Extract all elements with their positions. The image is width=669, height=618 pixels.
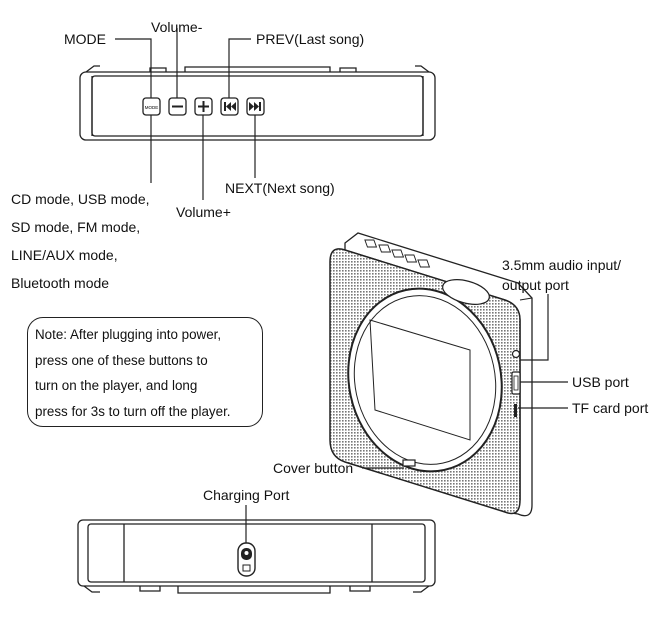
- note-line: press one of these buttons to: [35, 352, 208, 368]
- mode-list-item: LINE/AUX mode,: [11, 247, 118, 263]
- button-prev[interactable]: [220, 97, 239, 116]
- charging-port: [237, 542, 256, 577]
- label-usb-port: USB port: [572, 374, 629, 390]
- label-mode: MODE: [64, 31, 106, 47]
- button-mode[interactable]: MODE: [142, 97, 161, 116]
- button-volume-minus[interactable]: [168, 97, 187, 116]
- label-next: NEXT(Next song): [225, 180, 335, 196]
- label-charging-port: Charging Port: [203, 487, 290, 503]
- label-prev: PREV(Last song): [256, 31, 365, 47]
- right-leader-lines: [362, 294, 568, 469]
- mode-list: CD mode, USB mode, SD mode, FM mode, LIN…: [11, 185, 150, 297]
- label-volume-minus: Volume-: [151, 19, 203, 35]
- note-line: press for 3s to turn off the player.: [35, 403, 231, 419]
- label-audio-port-line2: output port: [502, 277, 569, 293]
- power-note-box: Note: After plugging into power, press o…: [27, 317, 263, 427]
- button-next[interactable]: [246, 97, 265, 116]
- top-leader-lines: [115, 28, 256, 200]
- button-volume-plus[interactable]: [194, 97, 213, 116]
- note-line: Note: After plugging into power,: [35, 327, 222, 342]
- mode-list-item: SD mode, FM mode,: [11, 219, 141, 235]
- mode-button-glyph: MODE: [145, 105, 159, 110]
- label-audio-port: 3.5mm audio input/: [502, 257, 622, 273]
- mode-list-item: CD mode, USB mode,: [11, 191, 150, 207]
- label-tf-port: TF card port: [572, 400, 649, 416]
- bottom-view: [77, 519, 436, 594]
- mode-list-item: Bluetooth mode: [11, 275, 110, 291]
- perspective-view: [329, 232, 533, 517]
- note-line: turn on the player, and long: [35, 378, 198, 393]
- label-cover-button: Cover button: [273, 460, 354, 476]
- label-volume-plus: Volume+: [176, 204, 231, 220]
